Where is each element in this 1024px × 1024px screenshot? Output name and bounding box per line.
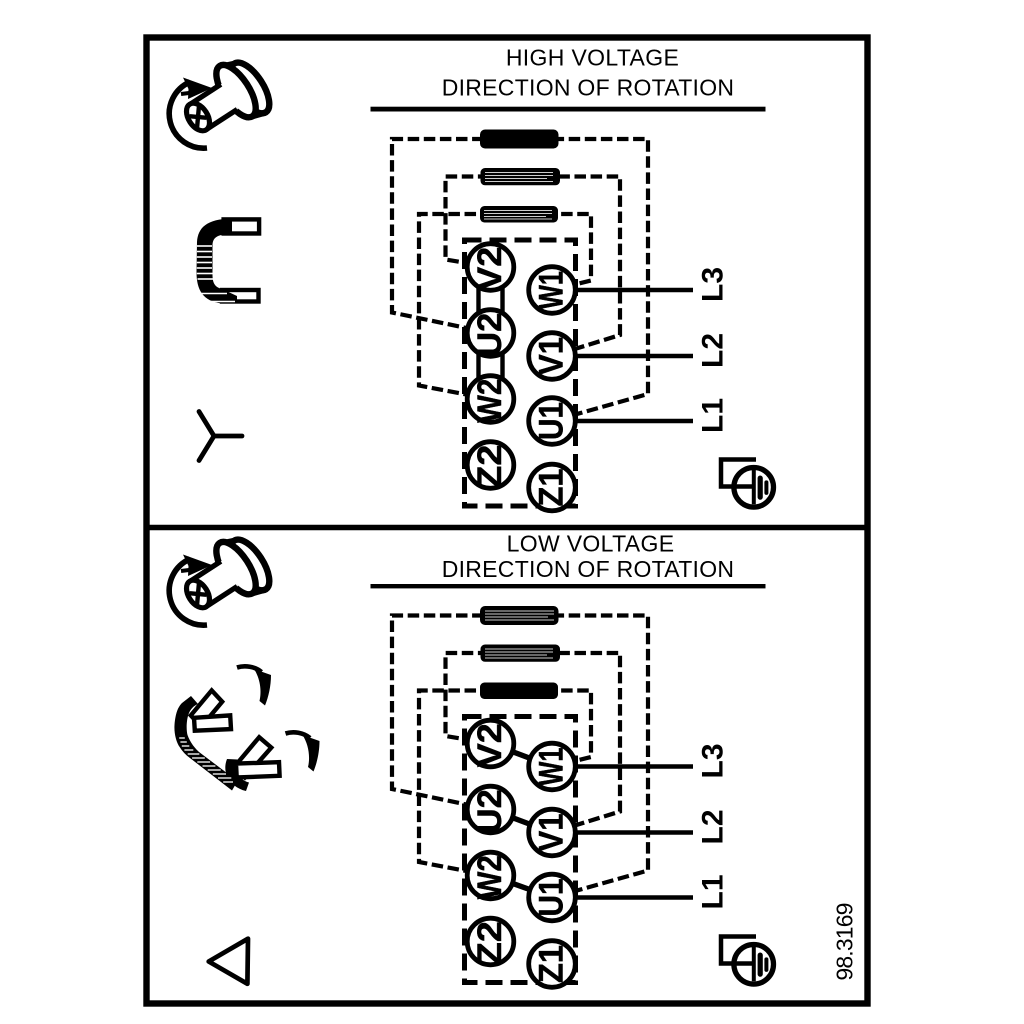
svg-text:HIGH VOLTAGE: HIGH VOLTAGE [506, 45, 679, 71]
svg-text:LOW VOLTAGE: LOW VOLTAGE [507, 530, 675, 556]
svg-text:DIRECTION OF ROTATION: DIRECTION OF ROTATION [442, 74, 735, 100]
svg-text:DIRECTION OF ROTATION: DIRECTION OF ROTATION [442, 556, 735, 582]
svg-text:98.3169: 98.3169 [832, 903, 858, 980]
